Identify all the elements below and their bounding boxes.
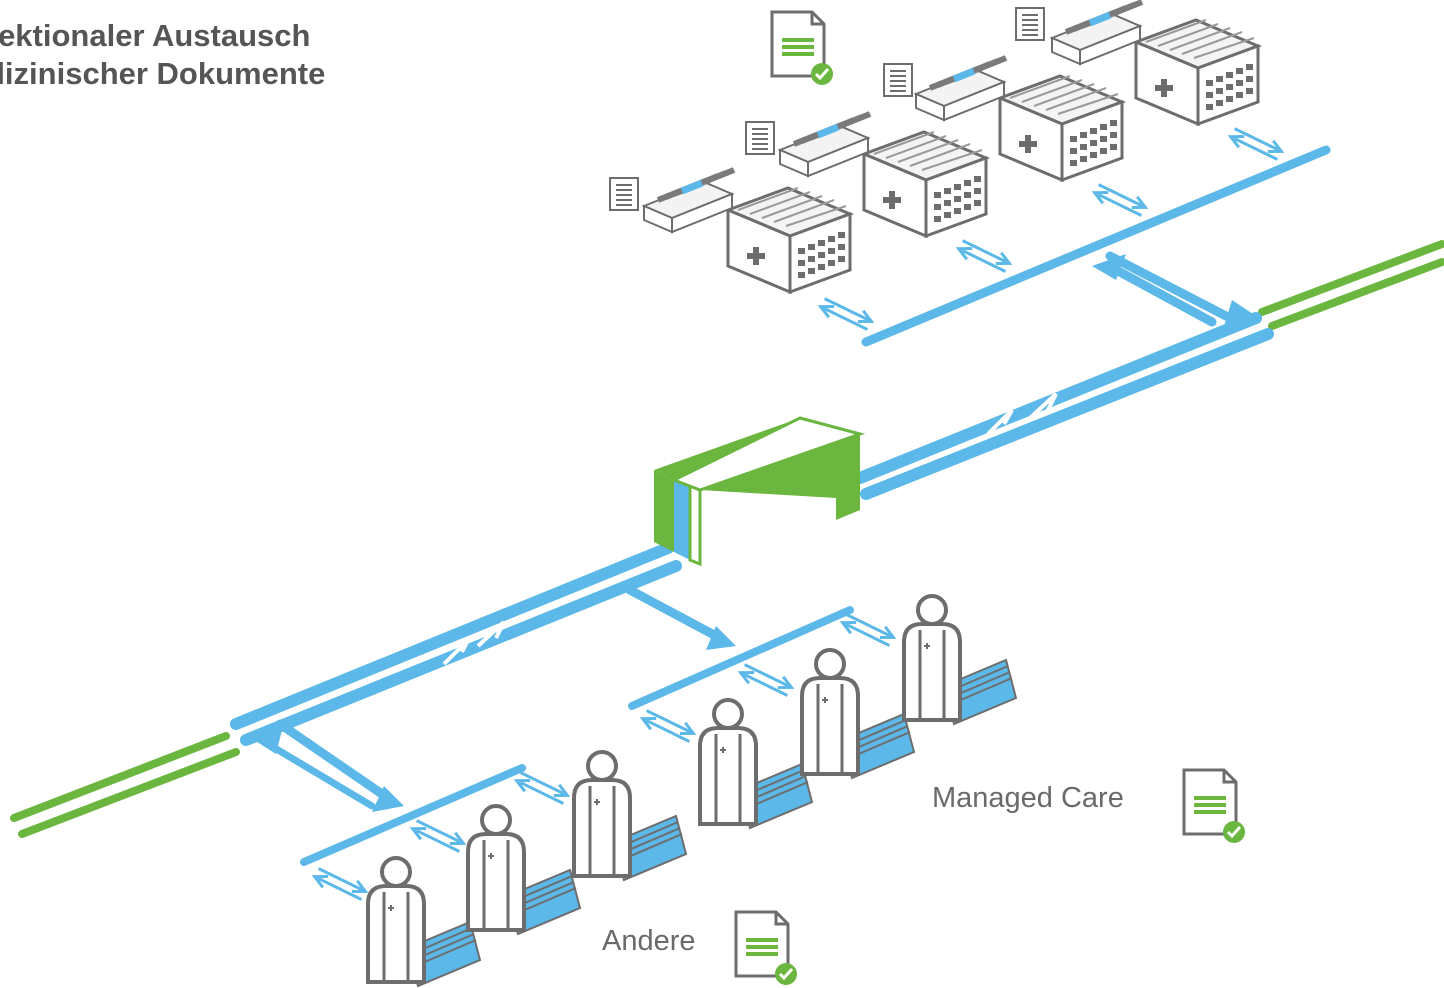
document-check-icon-managed-care: [1182, 768, 1247, 845]
doctor-mc-arrow-3: [838, 607, 898, 653]
server-2: [780, 114, 870, 176]
doctors-bus: [254, 585, 854, 866]
doctor-an-arrow-1: [310, 861, 370, 907]
document-check-icon-andere: [734, 910, 799, 987]
document-check-icon-top: [770, 10, 835, 87]
doclist-3: [883, 63, 913, 97]
label-andere: Andere: [602, 925, 696, 957]
hospital-arrow-2: [954, 233, 1014, 279]
doctor-mc-3: [902, 594, 1018, 726]
green-link-left: [10, 732, 240, 838]
doctor-an-3: [572, 750, 688, 882]
doclist-2: [745, 121, 775, 155]
gateway-bridge-icon: [654, 416, 866, 567]
server-1: [644, 170, 734, 232]
flow-chevrons: [442, 392, 1058, 666]
title-line-2: dizinischer Dokumente: [0, 56, 326, 91]
server-3: [916, 58, 1006, 120]
doctor-an-arrow-3: [512, 765, 572, 811]
doctor-an-2: [466, 804, 582, 936]
hospital-bus: [861, 145, 1331, 347]
doctor-mc-1: [698, 698, 814, 830]
doctor-mc-2: [800, 648, 916, 780]
doctor-mc-arrow-1: [638, 703, 698, 749]
hospital-arrow-1: [816, 291, 876, 337]
title-line-1: rektionaler Austausch: [0, 18, 311, 53]
hospital-2: [862, 130, 988, 238]
doctor-mc-arrow-2: [736, 657, 796, 703]
hospital-4: [1134, 18, 1260, 126]
hospital-arrow-3: [1090, 177, 1150, 223]
backbone: [230, 312, 1274, 746]
doclist-4: [1015, 7, 1045, 41]
label-managed-care: Managed Care: [932, 782, 1124, 814]
doclist-1: [609, 177, 639, 211]
hospital-3: [998, 74, 1124, 182]
hospital-1: [726, 186, 852, 294]
hospital-arrow-4: [1226, 121, 1286, 167]
doctor-an-1: [366, 856, 482, 988]
doctor-an-arrow-2: [408, 813, 468, 859]
green-link-right: [1258, 240, 1444, 330]
server-4: [1052, 2, 1142, 64]
